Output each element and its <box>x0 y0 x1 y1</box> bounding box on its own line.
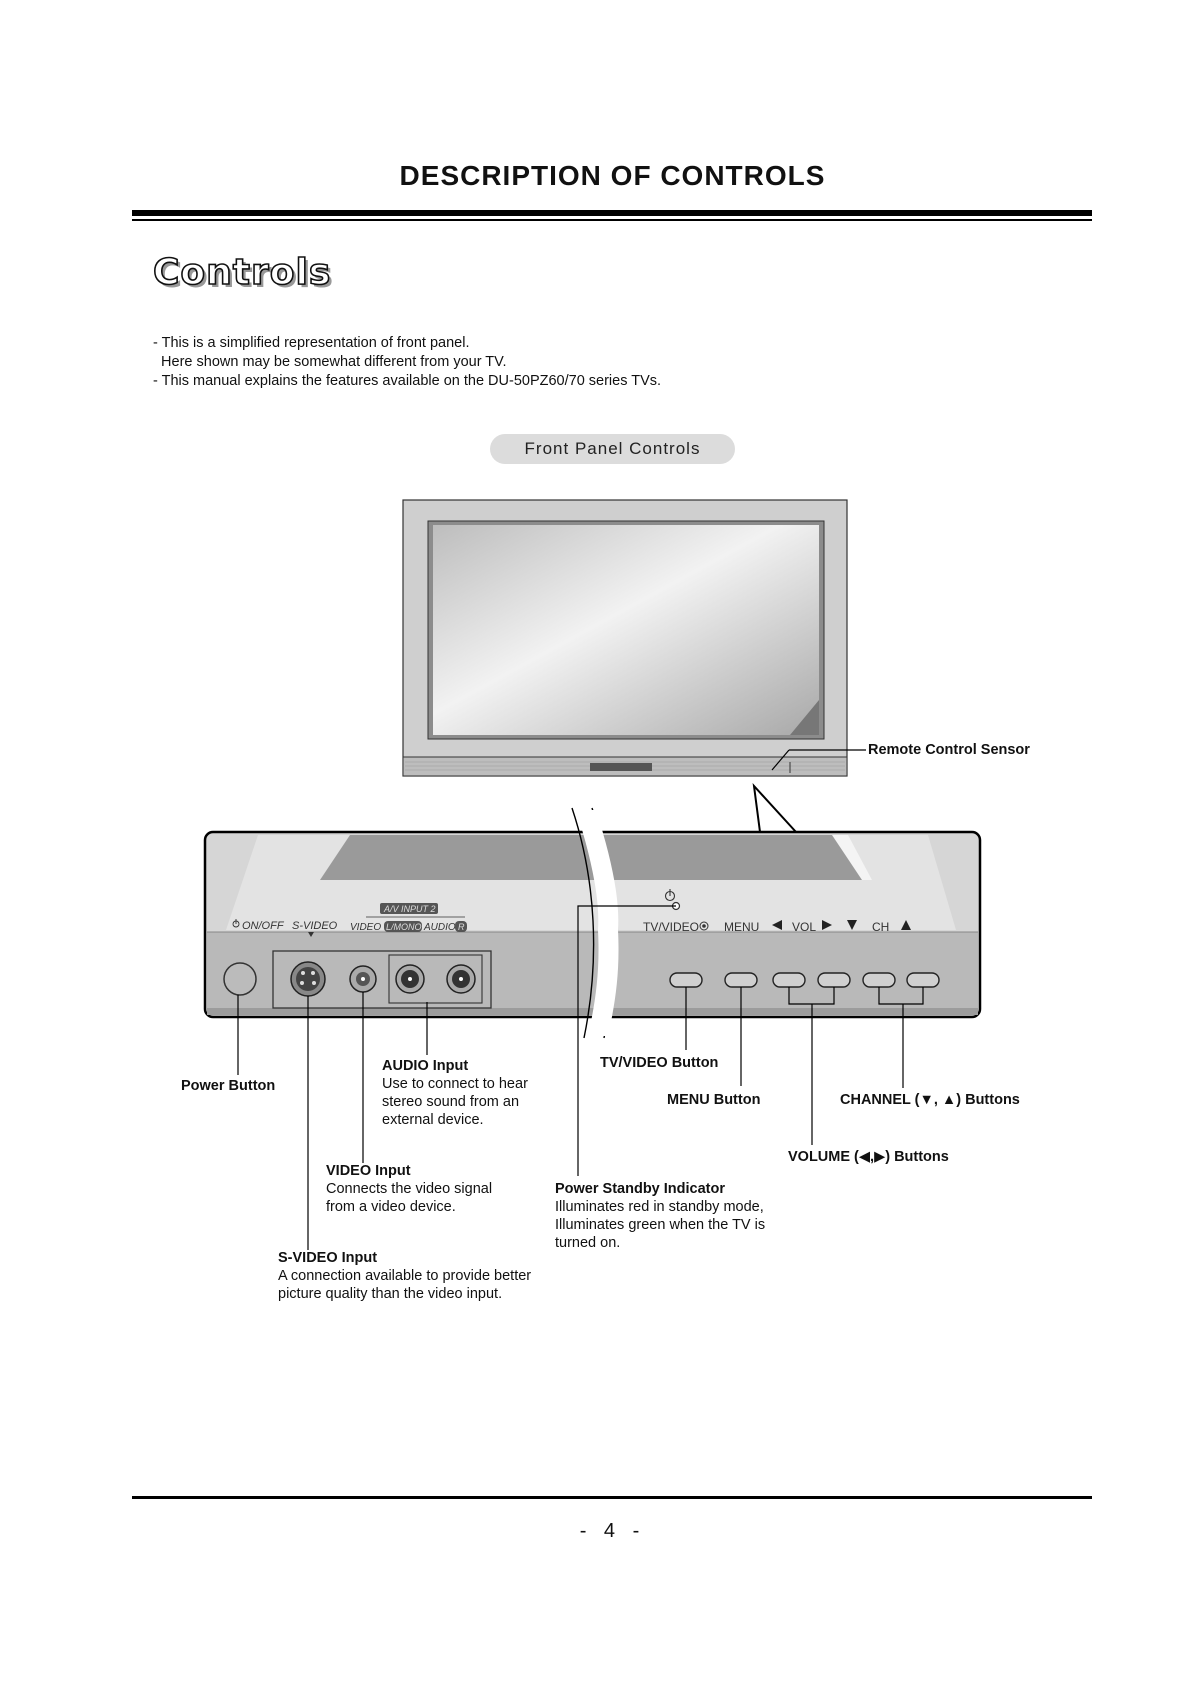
vol-right-button <box>817 972 851 988</box>
menu-button <box>724 972 758 988</box>
panel-text-video: VIDEO <box>350 922 381 933</box>
tv-illustration <box>402 499 848 777</box>
panel-text-audio: AUDIO <box>423 922 456 933</box>
panel-text-l-mono: L/MONO <box>386 922 422 932</box>
label-video-input: VIDEO Input Connects the video signal fr… <box>326 1163 493 1215</box>
label-power-button: Power Button <box>181 1078 276 1094</box>
power-button <box>223 962 257 996</box>
footer-rule <box>132 1496 1092 1499</box>
note-line-1: - This is a simplified representation of… <box>153 335 470 351</box>
ch-up-button <box>906 972 940 988</box>
panel-text-tv-video: TV/VIDEO <box>643 920 699 934</box>
panel-text-vol: VOL <box>792 920 816 934</box>
label-standby-indicator: Power Standby Indicator Illuminates red … <box>555 1181 766 1251</box>
label-svideo-input: S-VIDEO Input A connection available to … <box>278 1250 532 1302</box>
label-volume-buttons: VOLUME (◀,▶) Buttons <box>788 1149 949 1165</box>
label-remote-sensor: Remote Control Sensor <box>868 742 1030 758</box>
note-line-2: Here shown may be somewhat different fro… <box>153 354 507 370</box>
page-title: DESCRIPTION OF CONTROLS <box>399 160 826 191</box>
label-menu-button: MENU Button <box>667 1092 761 1108</box>
panel-text-on-off: ON/OFF <box>242 920 285 932</box>
panel-text-av-input: A/V INPUT 2 <box>383 904 436 914</box>
panel-text-ch: CH <box>872 920 889 934</box>
panel-text-r: R <box>458 922 465 932</box>
section-heading: Controls <box>152 251 332 294</box>
vol-left-button <box>772 972 806 988</box>
page-number: - 4 - <box>579 1520 646 1542</box>
label-channel-buttons: CHANNEL (▼, ▲) Buttons <box>840 1092 1020 1108</box>
title-rule-thin <box>132 219 1092 221</box>
ch-down-button <box>862 972 896 988</box>
panel-text-menu: MENU <box>724 920 759 934</box>
tv-video-button <box>669 972 703 988</box>
label-tv-video-button: TV/VIDEO Button <box>600 1055 719 1071</box>
title-rule <box>132 210 1092 216</box>
note-line-3: - This manual explains the features avai… <box>153 373 662 389</box>
panel-text-s-video: S-VIDEO <box>292 920 338 932</box>
figure-caption: Front Panel Controls <box>490 434 735 464</box>
label-audio-input: AUDIO Input Use to connect to hear stere… <box>382 1058 528 1128</box>
